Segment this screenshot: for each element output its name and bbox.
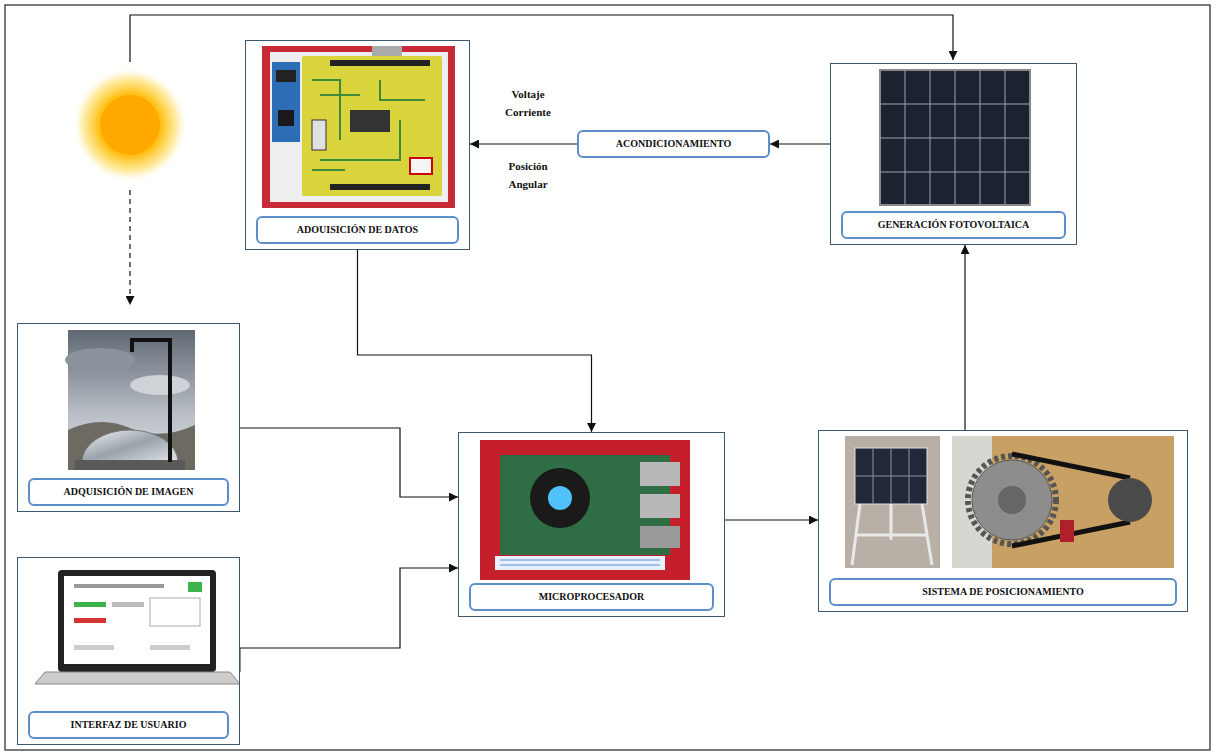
process-box: ADOUISICIÓN DE DATOS bbox=[245, 40, 470, 250]
screen-bar bbox=[112, 602, 144, 607]
terminal-block bbox=[276, 70, 296, 82]
small-panel bbox=[855, 448, 927, 504]
raspberry-pi-photo bbox=[480, 440, 690, 580]
outer-border bbox=[5, 5, 1210, 750]
process-box: GENERACIÓN FOTOVOLTAICA bbox=[830, 63, 1077, 245]
photo-background bbox=[845, 436, 940, 568]
hub bbox=[998, 486, 1026, 514]
screen-button bbox=[150, 645, 190, 650]
solar-panel-photo bbox=[880, 70, 1030, 205]
cell-grid bbox=[855, 448, 927, 504]
case-background bbox=[262, 46, 455, 208]
board-base bbox=[270, 52, 448, 202]
screen-logo bbox=[188, 582, 202, 592]
node-label: ADQUISICIÓN DE IMAGEN bbox=[28, 478, 229, 506]
signal-label: Posición Angular bbox=[493, 158, 563, 193]
signal-label: Voltaje Corriente bbox=[493, 86, 563, 121]
usb-port bbox=[640, 462, 680, 486]
mirror-dome bbox=[82, 430, 178, 462]
cell-grid bbox=[880, 70, 1030, 205]
flow-arrow bbox=[964, 245, 965, 430]
laptop-screen bbox=[64, 576, 210, 664]
screen-line bbox=[74, 584, 164, 588]
sun-core bbox=[100, 95, 160, 155]
ribbon-lines bbox=[500, 560, 660, 565]
usb-port bbox=[640, 494, 680, 518]
sun-glow bbox=[72, 67, 188, 183]
screen-button bbox=[74, 645, 114, 650]
sprocket-teeth bbox=[968, 456, 1056, 544]
connector bbox=[410, 158, 432, 174]
node-label: MICROPROCESADOR bbox=[469, 583, 714, 611]
flow-arrow bbox=[240, 568, 458, 648]
camera-pole bbox=[132, 340, 170, 462]
node-label: ACONDICIONAMIENTO bbox=[585, 138, 762, 150]
inductor bbox=[278, 110, 294, 126]
flow-arrow bbox=[770, 143, 830, 144]
sunlight-dashed-line bbox=[129, 190, 130, 305]
small-sprocket bbox=[1108, 478, 1152, 522]
flow-arrow bbox=[470, 143, 577, 144]
shield-pcb bbox=[302, 56, 442, 196]
chip bbox=[350, 110, 390, 132]
flow-arrow bbox=[240, 428, 458, 497]
flow-arrow bbox=[725, 519, 818, 520]
flow-arrow bbox=[358, 250, 592, 432]
screen-bar bbox=[74, 602, 106, 607]
cloud bbox=[65, 348, 135, 372]
sunlight-line bbox=[130, 15, 953, 62]
tracker-stand bbox=[852, 504, 932, 565]
ethernet-port bbox=[640, 526, 680, 548]
process-box: INTERFAZ DE USUARIO bbox=[17, 557, 240, 745]
arduino-board-photo bbox=[262, 46, 455, 208]
process-box: MICROPROCESADOR bbox=[458, 432, 725, 617]
laptop-lid bbox=[58, 570, 216, 672]
sky-camera-photo bbox=[65, 330, 195, 470]
node-label: ADOUISICIÓN DE DATOS bbox=[256, 216, 459, 244]
laptop-illustration bbox=[35, 570, 240, 684]
pcb-traces bbox=[312, 80, 425, 170]
header-socket bbox=[312, 120, 326, 150]
process-box: SISTEMA DE POSICIONAMIENTO bbox=[818, 430, 1188, 612]
panel-frame bbox=[880, 70, 1030, 205]
red-part bbox=[1060, 520, 1074, 542]
process-box: ADQUISICIÓN DE IMAGEN bbox=[17, 323, 240, 512]
wood-background bbox=[952, 436, 1174, 568]
node-label: GENERACIÓN FOTOVOLTAICA bbox=[841, 211, 1066, 239]
sprocket bbox=[972, 460, 1052, 540]
screen-bar bbox=[74, 618, 106, 623]
laptop-base bbox=[35, 672, 240, 684]
sprocket-photo bbox=[952, 436, 1174, 568]
red-case bbox=[480, 440, 690, 580]
node-label: SISTEMA DE POSICIONAMIENTO bbox=[829, 578, 1177, 606]
converter-module bbox=[272, 62, 300, 142]
pin-header bbox=[330, 184, 430, 190]
ribbon-cable bbox=[495, 556, 665, 570]
node-label: INTERFAZ DE USUARIO bbox=[28, 711, 229, 739]
tracker-photo bbox=[845, 436, 940, 568]
process-box: ACONDICIONAMIENTO bbox=[577, 130, 770, 158]
cloud bbox=[130, 375, 190, 395]
fan bbox=[530, 468, 590, 528]
pin-header bbox=[330, 60, 430, 66]
hills bbox=[68, 422, 195, 470]
fan-hub bbox=[548, 486, 572, 510]
screen-panel bbox=[150, 598, 200, 626]
